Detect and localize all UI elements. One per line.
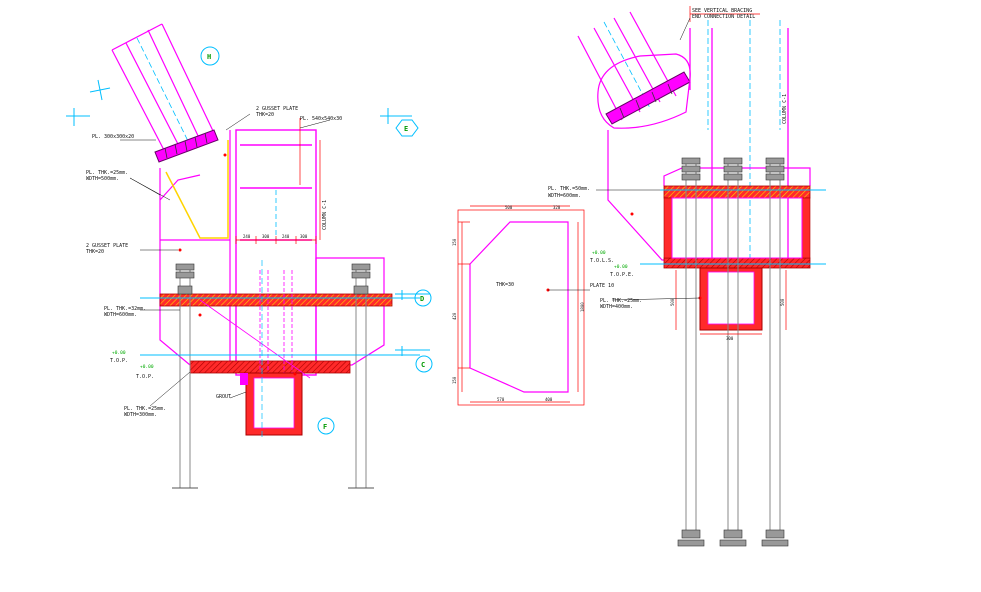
right-dimensions (675, 6, 787, 335)
label-gusset-mid: 2 GUSSET PLATE (86, 243, 128, 249)
label-right-column: COLUMN C-1 (782, 94, 788, 124)
right-diagonal-brace (577, 11, 691, 129)
plate-dim-top-1: 500 (505, 205, 513, 210)
dim-right-1: 500 (670, 298, 675, 306)
anchor-bolts (172, 265, 374, 489)
plate-dim-bottom-2: 400 (545, 397, 553, 402)
label-level2-name: T.O.P. (136, 374, 154, 380)
dim-left-3: 240 (282, 234, 290, 239)
dim-left-1: 240 (243, 234, 251, 239)
label-right-pl-thk-low: PL. THK.=25mm. (600, 298, 642, 304)
grid-marker-c: C (415, 355, 433, 373)
right-column (689, 28, 789, 268)
svg-text:D: D (420, 295, 424, 303)
top-base-plate (159, 293, 393, 307)
inner-dashed (259, 270, 293, 380)
label-level-name: T.O.P. (110, 358, 128, 364)
label-right-level2-value: +0.00 (614, 264, 628, 270)
plate-dim-top-2: 320 (553, 205, 561, 210)
plate-thk-label: THK=30 (496, 282, 514, 288)
right-anchor-bolts (685, 160, 781, 532)
plate-dim-left-2: 420 (452, 312, 457, 320)
plate-dim-left-1: 150 (452, 238, 457, 246)
grid-marker-f: F (317, 417, 335, 435)
label-pl-thk-base-wdth: WDTH=600mm. (104, 312, 137, 318)
grid-marker-d: D (414, 289, 432, 307)
left-centerlines (66, 79, 430, 440)
gusset-plate (159, 130, 231, 366)
label-pl-top: PL. 540x540x30 (300, 116, 342, 122)
dim-right-2: 300 (726, 336, 734, 341)
diagonal-brace (111, 23, 215, 153)
pedestal (240, 372, 303, 436)
plate-dim-bottom-1: 570 (497, 397, 505, 402)
label-right-level-value: +0.00 (592, 250, 606, 256)
right-column-centerlines (707, 20, 781, 270)
weld-line (165, 140, 229, 239)
plate-detail: THK=30 PLATE 10 500 320 570 400 150 420 … (452, 205, 614, 406)
label-right-level-name: T.O.L.S. (590, 258, 614, 264)
svg-text:F: F (323, 423, 327, 431)
label-pl-thk-base: PL. THK.=32mm. (104, 306, 146, 312)
dim-left-2: 300 (262, 234, 270, 239)
label-pl-thk-low-wdth: WDTH=300mm. (124, 412, 157, 418)
label-right-pl-thk-top: PL. THK.=50mm. (548, 186, 590, 192)
left-red-dots (178, 153, 297, 376)
label-gusset-top: 2 GUSSET PLATE (256, 106, 298, 112)
right-bolt-nuts (677, 157, 789, 547)
label-gusset-mid-thk: THK=20 (86, 249, 104, 255)
label-column-left: COLUMN C-1 (322, 200, 328, 230)
svg-text:E: E (404, 125, 408, 133)
grid-marker-e: E (395, 119, 419, 137)
diagonal-stiffener (199, 299, 311, 379)
label-grout: GROUT (216, 394, 231, 400)
plate-name-label: PLATE 10 (590, 283, 614, 289)
label-level-value: +0.00 (112, 350, 126, 356)
dim-right-3: 500 (780, 298, 785, 306)
label-right-title-1: SEE VERTICAL BRACING (692, 8, 752, 14)
left-dimensions (235, 118, 321, 244)
label-right-pl-thk-top-wdth: WDTH=600mm. (548, 193, 581, 199)
bolt-nuts (175, 263, 371, 295)
right-leaders (596, 17, 701, 301)
base-extension (315, 257, 385, 366)
plate-dim-left-3: 150 (452, 376, 457, 384)
svg-text:H: H (207, 53, 211, 61)
label-pl-thk-rib: PL. THK.=25mm. (86, 170, 128, 176)
label-right-pl-thk-low-wdth: WDTH=400mm. (600, 304, 633, 310)
brace-end-plate (154, 129, 219, 163)
dim-left-4: 300 (300, 234, 308, 239)
label-pl-thk-low: PL. THK.=25mm. (124, 406, 166, 412)
label-pl-brace: PL. 300x300x20 (92, 134, 134, 140)
column (235, 129, 317, 376)
right-inner-frame (671, 197, 803, 259)
label-gusset-top-thk: THK=20 (256, 112, 274, 118)
plate-dim-right: 1800 (580, 302, 585, 312)
plate-outline (469, 221, 569, 393)
svg-text:C: C (421, 361, 425, 369)
right-pedestal (699, 267, 763, 331)
label-level2-value: +0.00 (140, 364, 154, 370)
right-centerlines (640, 189, 826, 265)
left-leaders (120, 113, 331, 407)
left-elevation-view: H E D C F (66, 23, 433, 489)
lower-plate (189, 360, 351, 374)
right-elevation-view: SEE VERTICAL BRACING END CONNECTION DETA… (548, 6, 826, 547)
label-right-title-2: END CONNECTION DETAIL (692, 14, 755, 20)
label-pl-thk-rib-wdth: WDTH=500mm. (86, 176, 119, 182)
label-right-level2-name: T.O.P.E. (610, 272, 634, 278)
plate-dimensions (457, 205, 585, 406)
grid-marker-h: H (200, 46, 220, 66)
